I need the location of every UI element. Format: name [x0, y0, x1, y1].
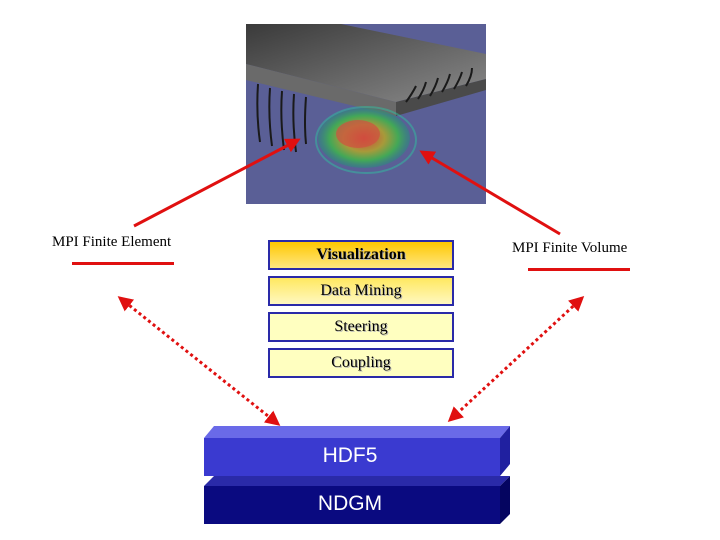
visualization-box: Visualization	[268, 240, 454, 270]
visualization-image	[246, 24, 486, 204]
coupling-box: Coupling	[268, 348, 454, 378]
ndgm-label: NDGM	[317, 492, 383, 515]
data-mining-box: Data Mining	[268, 276, 454, 306]
hdf5-slab-top	[204, 426, 510, 438]
volume-blob-halo	[315, 106, 417, 174]
chip-side	[246, 64, 396, 116]
mpi-finite-volume-label: MPI Finite Volume	[512, 240, 628, 256]
ndgm-slab-face	[204, 486, 500, 524]
chip-side-right	[396, 79, 486, 116]
mpi-finite-element-label: MPI Finite Element	[52, 234, 172, 250]
hdf5-slab-face	[204, 438, 500, 476]
steering-box: Steering	[268, 312, 454, 342]
ndgm-slab-top	[204, 476, 510, 486]
hdf5-slab-side	[500, 426, 510, 476]
left-dotted-arrow	[117, 296, 281, 426]
ndgm-slab-side	[500, 476, 510, 524]
right-solid-arrow	[419, 150, 561, 236]
volume-blob-core	[336, 120, 380, 148]
left-label-underline	[72, 262, 174, 265]
right-label-underline	[528, 268, 630, 271]
hdf5-label: HDF5	[322, 444, 378, 467]
left-solid-arrow	[133, 138, 301, 228]
